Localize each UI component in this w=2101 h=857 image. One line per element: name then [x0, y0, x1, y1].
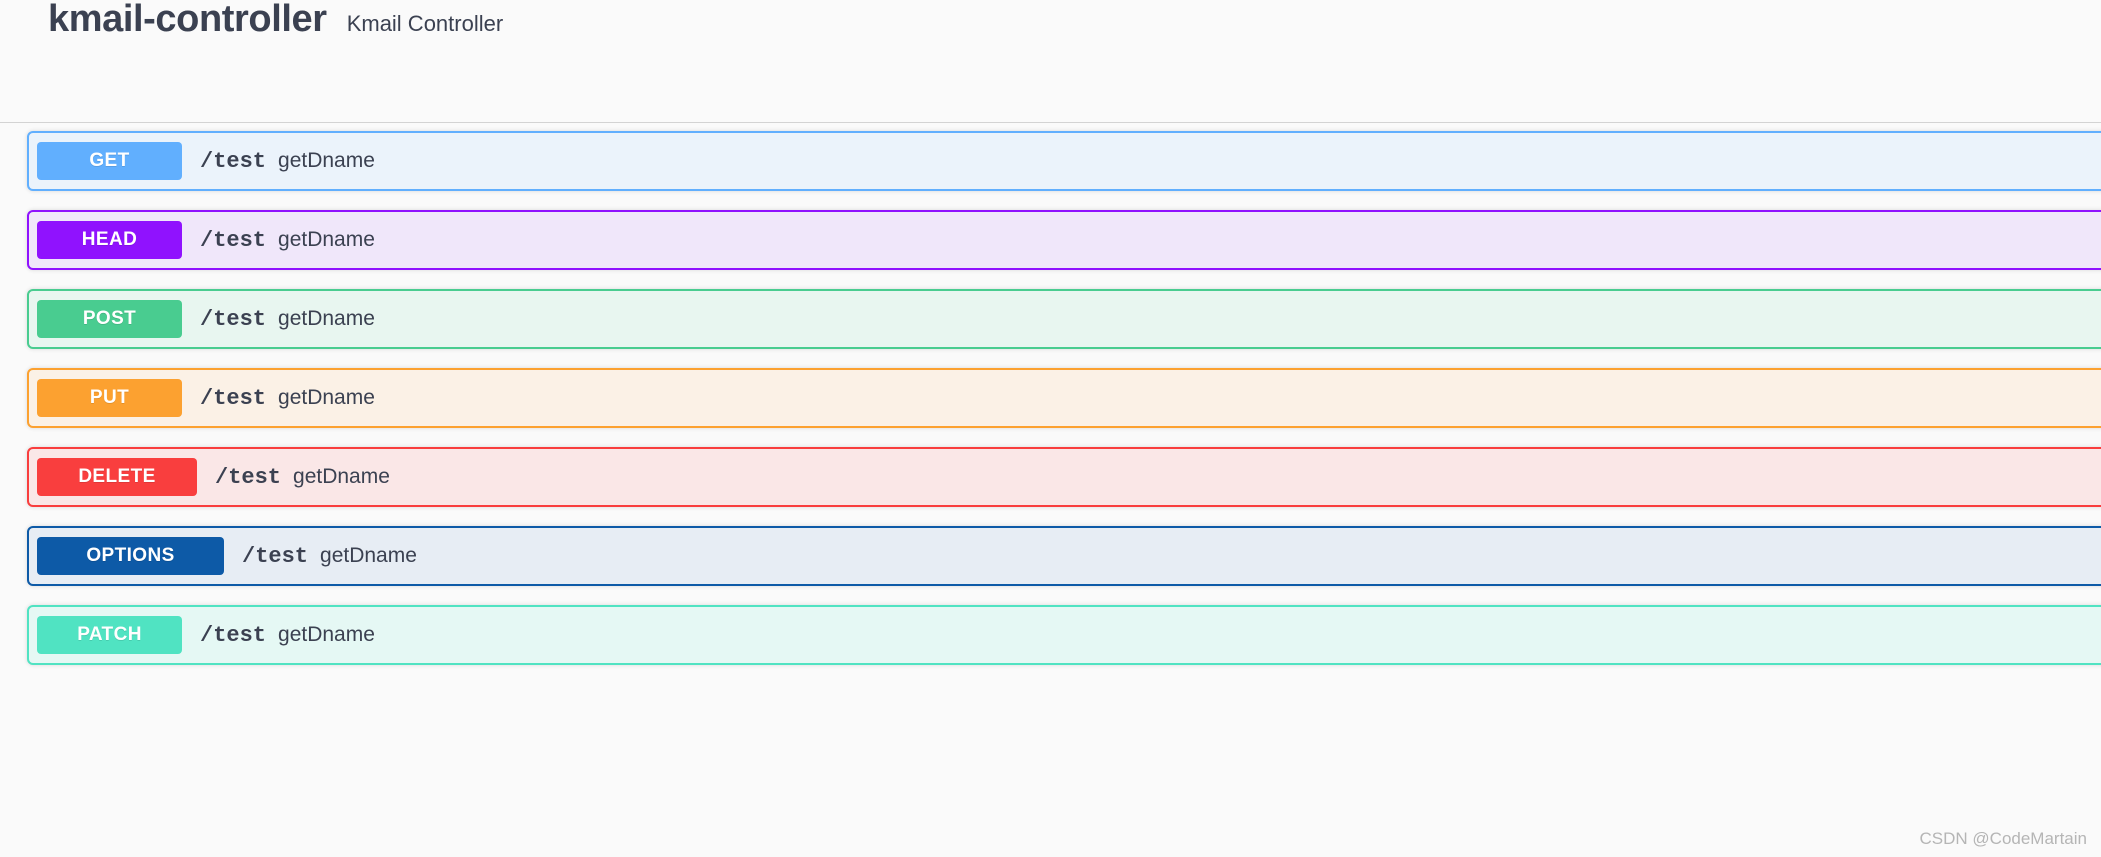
- opblock-put[interactable]: PUT/test getDname: [27, 368, 2101, 428]
- tag-description: Kmail Controller: [346, 11, 504, 36]
- operation-summary: getDname: [278, 307, 375, 330]
- method-badge-options: OPTIONS: [37, 536, 224, 576]
- opblock-delete[interactable]: DELETE/test getDname: [27, 447, 2101, 507]
- opblock-summary-put[interactable]: PUT/test getDname: [29, 370, 2101, 426]
- opblock-summary-get[interactable]: GET/test getDname: [29, 133, 2101, 189]
- watermark: CSDN @CodeMartain: [1919, 829, 2087, 848]
- opblock-summary-head[interactable]: HEAD/test getDname: [29, 212, 2101, 268]
- tag-name: kmail-controller: [48, 0, 327, 40]
- operation-summary: getDname: [278, 228, 375, 251]
- method-badge-delete: DELETE: [37, 457, 197, 497]
- method-badge-get: GET: [37, 141, 182, 181]
- operation-path: /test: [200, 306, 267, 332]
- tag-header[interactable]: kmail-controller Kmail Controller: [0, 0, 2101, 123]
- operation-summary: getDname: [320, 544, 417, 567]
- opblock-summary-post[interactable]: POST/test getDname: [29, 291, 2101, 347]
- operation-summary: getDname: [278, 149, 375, 172]
- operation-summary: getDname: [293, 465, 390, 488]
- method-badge-patch: PATCH: [37, 615, 182, 655]
- opblock-summary-patch[interactable]: PATCH/test getDname: [29, 607, 2101, 663]
- operation-summary: getDname: [278, 623, 375, 646]
- operation-path: /test: [215, 464, 282, 490]
- opblock-patch[interactable]: PATCH/test getDname: [27, 605, 2101, 665]
- method-badge-put: PUT: [37, 378, 182, 418]
- operation-summary: getDname: [278, 386, 375, 409]
- opblock-options[interactable]: OPTIONS/test getDname: [27, 526, 2101, 586]
- method-badge-head: HEAD: [37, 220, 182, 260]
- opblock-post[interactable]: POST/test getDname: [27, 289, 2101, 349]
- operation-path: /test: [200, 385, 267, 411]
- operation-path: /test: [242, 543, 309, 569]
- opblock-summary-delete[interactable]: DELETE/test getDname: [29, 449, 2101, 505]
- opblock-head[interactable]: HEAD/test getDname: [27, 210, 2101, 270]
- opblock-summary-options[interactable]: OPTIONS/test getDname: [29, 528, 2101, 584]
- operations-tag-section: kmail-controller Kmail Controller GET/te…: [0, 0, 2101, 665]
- method-badge-post: POST: [37, 299, 182, 339]
- operation-path: /test: [200, 227, 267, 253]
- opblock-get[interactable]: GET/test getDname: [27, 131, 2101, 191]
- operation-path: /test: [200, 622, 267, 648]
- operation-path: /test: [200, 148, 267, 174]
